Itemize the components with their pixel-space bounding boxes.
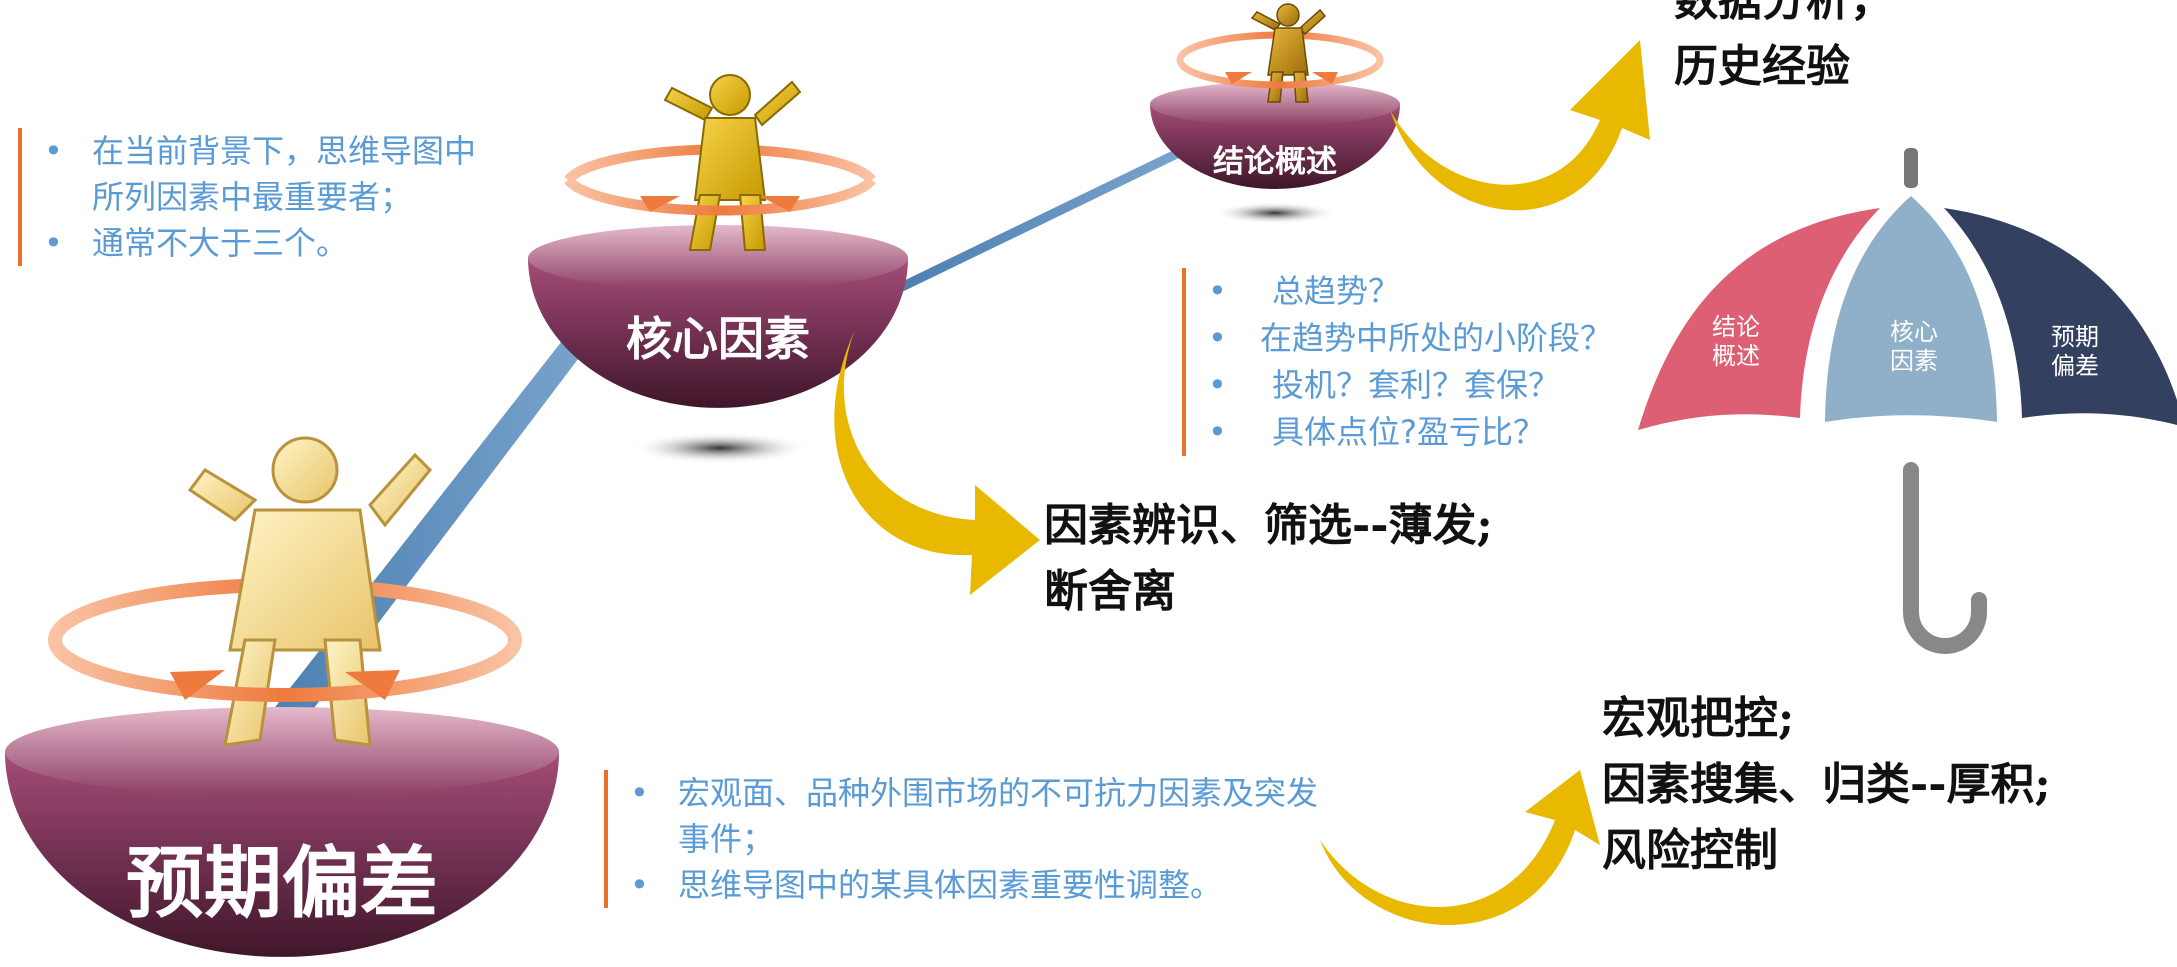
- person-figure-large: [187, 436, 433, 747]
- ramp-upper: [895, 147, 1185, 292]
- curved-arrow-middle: [834, 330, 1040, 595]
- bowl-shadow: [1213, 202, 1337, 224]
- orbit-ring-small-front: [1176, 59, 1384, 89]
- umbrella-label-right: 预期偏差: [2051, 323, 2099, 380]
- bullet-item: 总趋势？: [1208, 268, 1728, 315]
- umbrella-panel-right: [1944, 208, 2177, 425]
- note-line: 历史经验: [1674, 41, 1850, 92]
- bullet-item: 通常不大于三个。: [44, 220, 494, 266]
- note-line: 断舍离: [1044, 566, 1176, 617]
- bullet-item: 投机？套利？套保？: [1208, 362, 1728, 409]
- bullet-item: 思维导图中的某具体因素重要性调整。: [630, 862, 1350, 908]
- umbrella-panel-middle: [1825, 196, 1997, 422]
- note-line: 因素辨识、筛选--薄发;: [1044, 500, 1493, 551]
- note-line: 数据分析，: [1674, 0, 1894, 26]
- note-line: 风险控制: [1602, 825, 1778, 876]
- bowl-shadow: [630, 432, 810, 464]
- bullet-list-expectation: 宏观面、品种外围市场的不可抗力因素及突发事件； 思维导图中的某具体因素重要性调整…: [604, 770, 1350, 908]
- note-bottom-right: 宏观把控; 因素搜集、归类--厚积; 风险控制: [1602, 686, 2051, 884]
- curved-arrow-bottom: [1320, 770, 1600, 926]
- note-line: 因素搜集、归类--厚积;: [1602, 759, 2051, 810]
- umbrella-label-middle: 核心因素: [1890, 318, 1938, 375]
- umbrella-tip: [1904, 148, 1918, 188]
- stage-label-expectation-bias: 预期偏差: [126, 838, 438, 929]
- orbit-ring-large-front: [48, 639, 522, 702]
- bullet-list-conclusion: 总趋势？ 在趋势中所处的小阶段？ 投机？套利？套保？ 具体点位?盈亏比？: [1182, 268, 1728, 456]
- person-figure-medium: [663, 74, 802, 251]
- bowl-core-factors: 核心因素: [528, 225, 908, 464]
- note-top-right: 数据分析， 历史经验: [1674, 0, 1894, 100]
- note-line: 宏观把控;: [1602, 693, 1795, 744]
- bullet-item: 在趋势中所处的小阶段？: [1208, 315, 1728, 362]
- note-middle: 因素辨识、筛选--薄发; 断舍离: [1044, 493, 1493, 625]
- stage-label-conclusion: 结论概述: [1213, 144, 1337, 180]
- umbrella-handle: [1903, 462, 1987, 654]
- bullet-item: 具体点位?盈亏比？: [1208, 409, 1728, 456]
- orbit-ring-medium-front: [564, 176, 876, 216]
- curved-arrow-top: [1390, 40, 1650, 211]
- stage-label-core-factors: 核心因素: [626, 312, 810, 366]
- bullet-item: 在当前背景下，思维导图中所列因素中最重要者；: [44, 128, 494, 220]
- bowl-expectation-bias: 预期偏差: [5, 707, 559, 957]
- bowl-conclusion: 结论概述: [1150, 82, 1400, 224]
- bullet-list-core-factors: 在当前背景下，思维导图中所列因素中最重要者； 通常不大于三个。: [18, 128, 494, 266]
- bullet-item: 宏观面、品种外围市场的不可抗力因素及突发事件；: [630, 770, 1318, 862]
